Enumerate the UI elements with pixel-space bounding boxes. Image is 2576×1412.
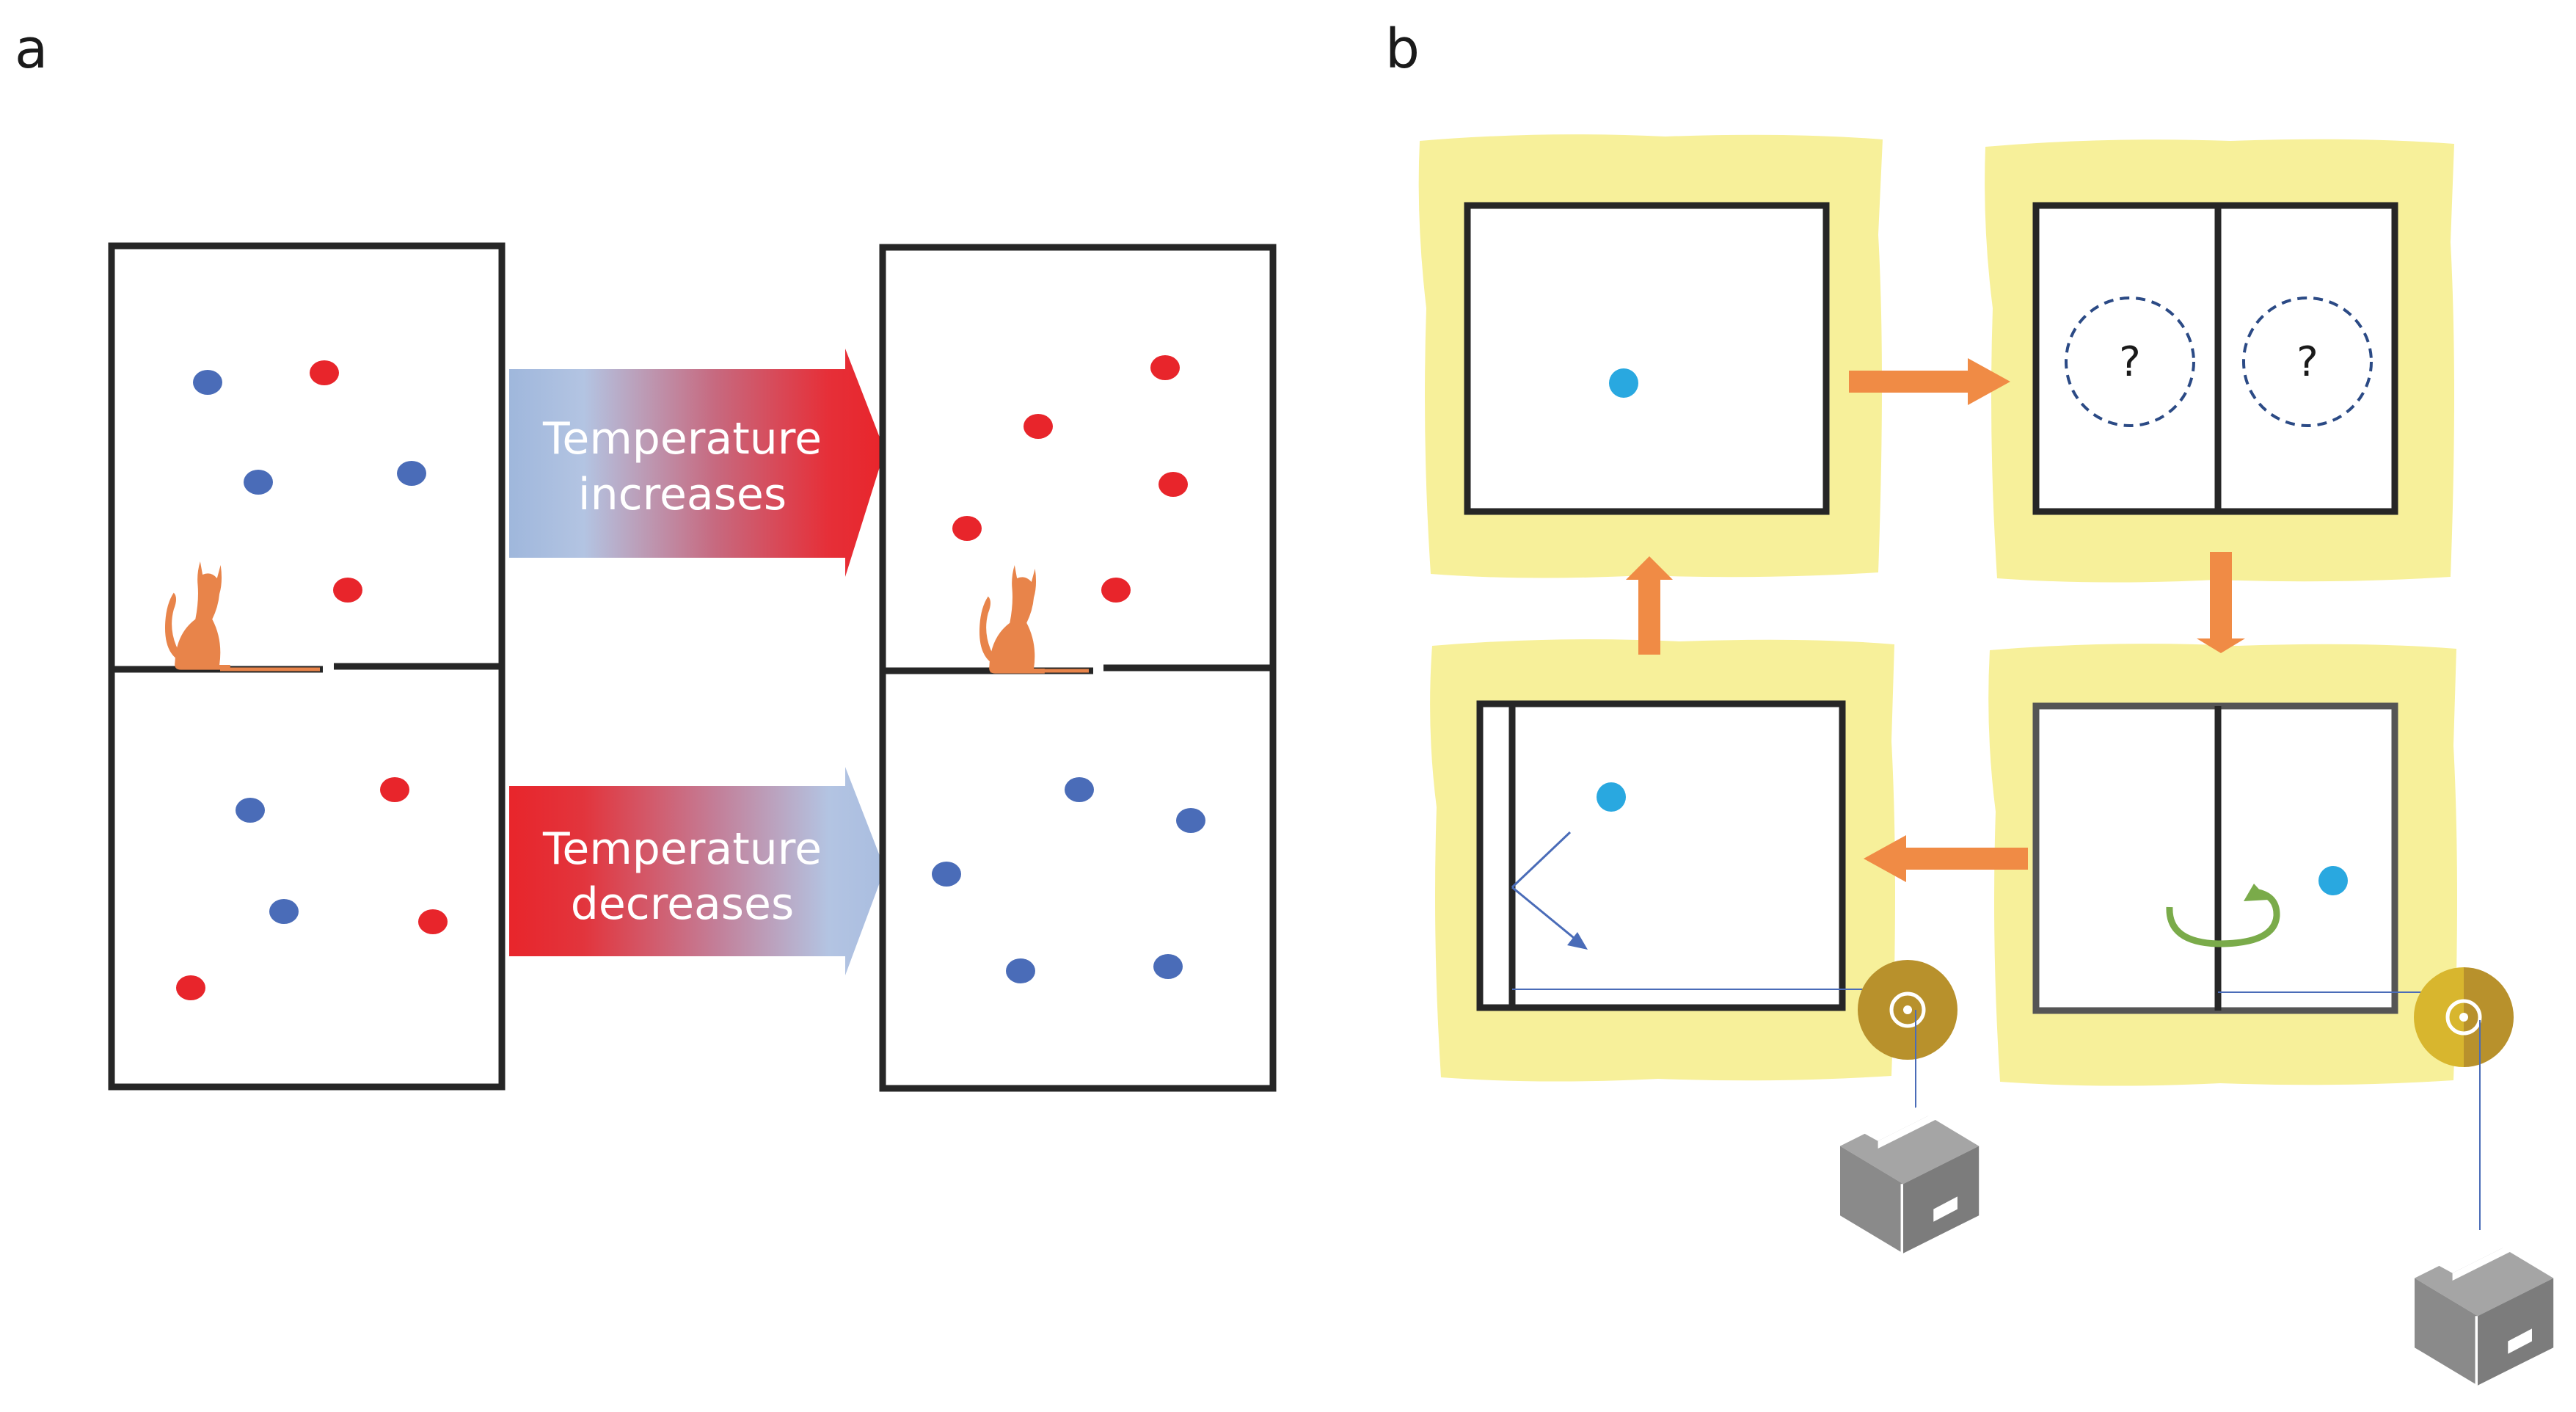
particle-cold <box>244 470 273 495</box>
arrow-top-line1: Temperature <box>542 413 822 465</box>
particle-hot <box>1101 578 1131 603</box>
panel-label-b: b <box>1385 18 1420 81</box>
particle <box>1597 782 1626 812</box>
particle-hot <box>380 777 409 802</box>
particle-path-in <box>1511 831 1572 889</box>
step3-box <box>2032 702 2464 1014</box>
particle-cold <box>1153 954 1183 979</box>
particle-cold <box>1006 958 1035 983</box>
particle-hot <box>310 360 339 385</box>
weight-box-right-icon <box>2415 1227 2554 1386</box>
right-container <box>879 244 1277 1092</box>
particle <box>1609 368 1638 398</box>
maxwell-demon-cat-left <box>164 561 230 670</box>
arrow-temperature-decreases: Temperature decreases <box>509 767 885 975</box>
cycle-arrow-up <box>1626 556 1673 655</box>
particle-hot <box>1150 355 1180 380</box>
particle-path-arrowhead <box>1567 932 1588 950</box>
question-mark-right: ? <box>2296 338 2318 386</box>
rotation-arrow-icon <box>2166 889 2280 947</box>
particle-cold <box>193 370 222 395</box>
arrow-top-line2: increases <box>578 469 787 520</box>
particle <box>2318 866 2348 895</box>
arrow-bottom-line1: Temperature <box>542 823 822 875</box>
particle-path-out <box>1511 886 1578 942</box>
particle-hot <box>333 578 362 603</box>
particle-cold <box>236 798 265 823</box>
arrow-bottom-line2: decreases <box>571 878 794 930</box>
particle-hot <box>952 516 982 541</box>
left-container <box>108 242 506 1091</box>
step4-box <box>1476 700 1886 1011</box>
particle-hot <box>176 975 205 1000</box>
arrow-temperature-increases: Temperature increases <box>509 349 885 577</box>
weight-box-left-icon <box>1840 1095 1980 1253</box>
cycle-arrow-right <box>1849 358 2010 405</box>
particle-hot <box>418 909 448 934</box>
unknown-location-right <box>2242 296 2373 427</box>
question-mark-left: ? <box>2119 338 2141 386</box>
pulley-left <box>1858 960 1957 1108</box>
particle-cold <box>1065 777 1094 802</box>
particle-cold <box>1176 808 1205 833</box>
particle-hot <box>1024 414 1053 439</box>
maxwell-demon-cat-right <box>979 565 1045 674</box>
cycle-arrow-left <box>1864 835 2028 882</box>
step2-box: ? ? <box>2032 202 2398 515</box>
particle-cold <box>269 899 299 924</box>
particle-cold <box>397 461 426 486</box>
panel-label-a: a <box>15 18 48 81</box>
rotation-arrowhead <box>2244 884 2269 901</box>
pulley-right <box>2414 967 2514 1230</box>
particle-hot <box>1159 472 1188 497</box>
particle-cold <box>932 862 961 887</box>
cycle-arrow-down <box>2197 552 2245 653</box>
step1-box <box>1464 202 1830 515</box>
unknown-location-left <box>2065 296 2195 427</box>
